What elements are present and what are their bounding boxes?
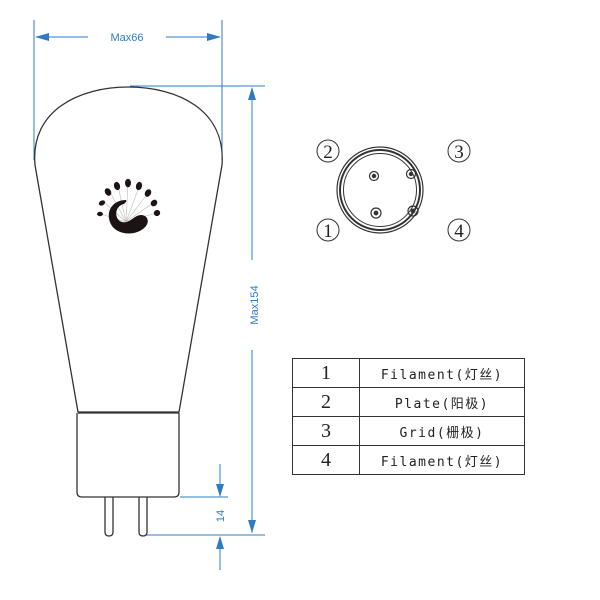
pin-number: 1 <box>292 358 360 388</box>
tube-pin <box>104 497 114 537</box>
pin-diagram: 2 3 1 4 <box>316 139 471 242</box>
table-row: 2 Plate(阳极) <box>292 387 525 417</box>
pin-label-4: 4 <box>454 221 464 242</box>
pin-number: 2 <box>292 387 360 417</box>
pin-label-1: 1 <box>323 221 333 242</box>
pin-number: 3 <box>292 416 360 446</box>
table-row: 4 Filament(灯丝) <box>292 445 525 475</box>
pin-function: Plate(阳极) <box>359 387 525 417</box>
peacock-logo-icon <box>97 178 161 234</box>
table-row: 1 Filament(灯丝) <box>292 358 525 388</box>
height-dimension <box>130 85 265 536</box>
width-dimension <box>33 20 223 160</box>
height-label: Max154 <box>249 285 261 324</box>
bulb-outline <box>34 86 223 413</box>
pin-number: 4 <box>292 445 360 475</box>
table-row: 3 Grid(栅极) <box>292 416 525 446</box>
socket-pin <box>368 168 419 219</box>
pin-function: Filament(灯丝) <box>359 445 525 475</box>
tube-base <box>76 413 180 498</box>
pin-label-3: 3 <box>454 142 464 163</box>
tube-pin <box>138 497 148 537</box>
pin-length-dimension <box>180 464 228 570</box>
pin-function: Filament(灯丝) <box>359 358 525 388</box>
pin-length-label: 14 <box>215 510 227 522</box>
pin-label-2: 2 <box>323 142 333 163</box>
width-label: Max66 <box>110 32 143 44</box>
pin-function-table: 1 Filament(灯丝) 2 Plate(阳极) 3 Grid(栅极) 4 … <box>292 358 525 475</box>
pin-function: Grid(栅极) <box>359 416 525 446</box>
